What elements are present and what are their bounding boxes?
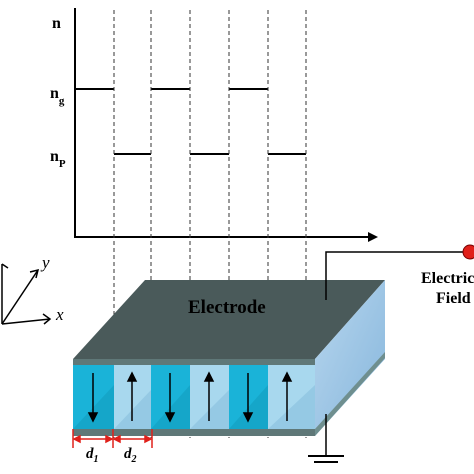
x-axis-arrowhead [42, 313, 52, 325]
d2-label: d2 [124, 446, 137, 465]
dimension-markers [72, 429, 153, 448]
ng-label: ng [50, 85, 65, 107]
d2-arrow-left [112, 434, 121, 444]
x-axis-line [1, 318, 51, 325]
z-axis-arrowhead [1, 263, 9, 269]
d1-arrow-left [72, 434, 81, 444]
arrow-up [203, 371, 215, 421]
polarization-arrows [87, 371, 293, 423]
field-label-line2: Field [436, 290, 471, 307]
n-axis-label: n [52, 15, 61, 32]
d2-arrow-right [144, 434, 153, 444]
field-source-dot [462, 244, 474, 260]
y-axis-line [1, 269, 39, 325]
crystal-block [73, 280, 385, 436]
domain-boundary-guides [113, 10, 307, 438]
poled-domains [73, 365, 315, 429]
arrow-down [164, 373, 176, 423]
d1-label: d1 [86, 446, 99, 465]
position-axis-arrowhead [368, 232, 378, 242]
bottom-electrode-front [73, 429, 315, 436]
top-wire [325, 251, 466, 300]
y-axis-arrowhead [29, 268, 40, 279]
electrode-label: Electrode [188, 297, 266, 318]
domain-shading [268, 385, 315, 429]
arrow-up [126, 371, 138, 421]
crystal-right-face [315, 280, 385, 436]
top-electrode-front [73, 359, 315, 365]
domain-up [268, 365, 315, 429]
electrode-top-face [73, 280, 385, 359]
field-circuit [308, 251, 466, 463]
field-label-line1: Electric [421, 270, 474, 287]
arrow-down [242, 373, 254, 423]
arrow-up [281, 371, 293, 421]
np-label: nP [50, 148, 66, 170]
coordinate-axes [1, 263, 52, 325]
y-axis-label: y [40, 253, 50, 272]
index-plot: n ng nP [50, 8, 378, 242]
bottom-electrode-right-face [315, 352, 385, 436]
x-axis-label: x [55, 305, 64, 324]
arrow-down [87, 373, 99, 423]
d1-arrow-right [105, 434, 114, 444]
